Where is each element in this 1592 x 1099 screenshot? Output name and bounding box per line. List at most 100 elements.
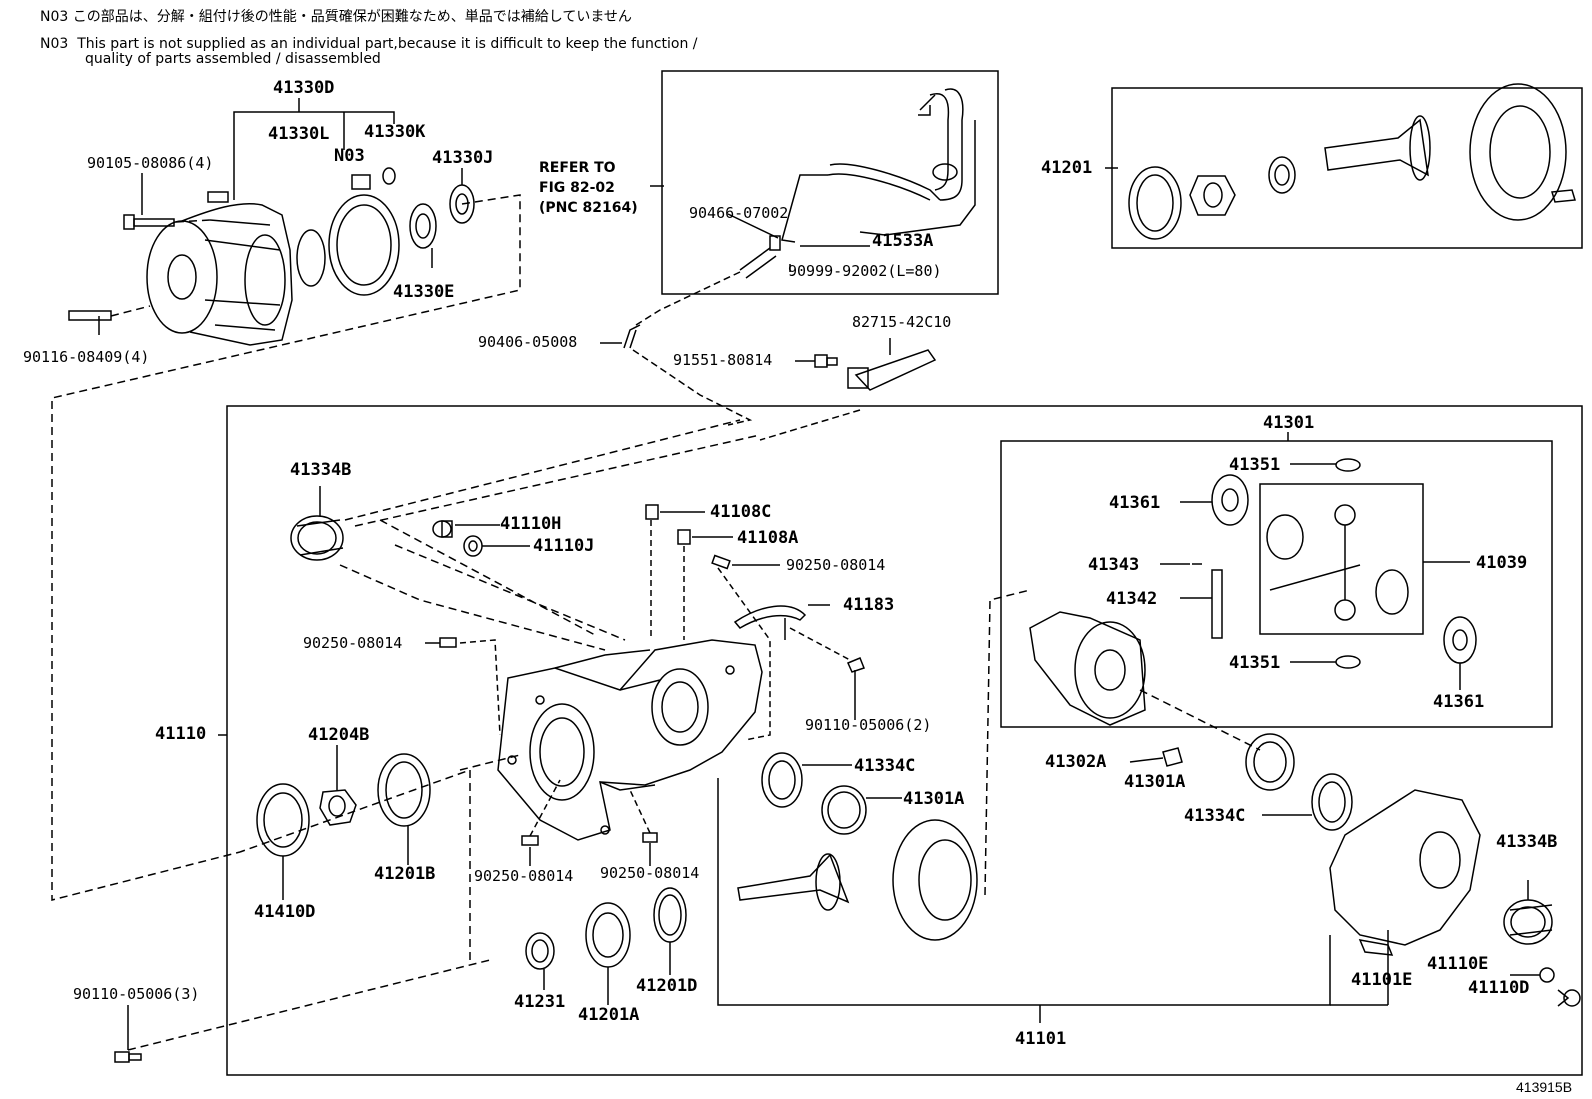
part-label-41330k: 41330K	[364, 122, 426, 142]
part-label-41108c: 41108C	[710, 502, 772, 522]
part-label-91551: 91551-80814	[673, 351, 773, 369]
shaft-41342	[1180, 569, 1223, 639]
bearing-41201a	[585, 902, 631, 1005]
bearing-41201b	[377, 753, 431, 865]
part-label-41110j: 41110J	[533, 536, 595, 556]
part-label-41351-top: 41351	[1229, 455, 1281, 475]
part-label-41342: 41342	[1106, 589, 1158, 609]
refer-line2: FIG 82-02	[539, 180, 615, 196]
plug-41108c	[645, 504, 705, 640]
part-label-41201d: 41201D	[636, 976, 698, 996]
pin-90250-d	[629, 789, 658, 866]
part-label-41231: 41231	[514, 992, 566, 1012]
oil-seal-41330n03	[328, 194, 400, 296]
breather-tube-group	[635, 88, 976, 326]
part-label-41101: 41101	[1015, 1029, 1067, 1049]
bearing-small	[1268, 156, 1296, 194]
washer-41351-top	[1290, 458, 1361, 472]
seal-41410d	[256, 783, 310, 900]
part-label-41101e: 41101E	[1351, 970, 1413, 990]
plug-41110e	[1510, 967, 1555, 983]
differential-case-frame	[1000, 440, 1553, 728]
pinion-gears-41039	[1266, 504, 1470, 621]
part-label-90250-d: 90250-08014	[600, 864, 700, 882]
part-label-41351-bot: 41351	[1229, 653, 1281, 673]
part-label-41201b: 41201B	[374, 864, 436, 884]
part-label-41334c-right: 41334C	[1184, 806, 1246, 826]
refer-line3: (PNC 82164)	[539, 200, 638, 216]
part-label-90110-3: 90110-05006(3)	[73, 985, 200, 1003]
part-label-82715: 82715-42C10	[852, 313, 952, 331]
bolt-90105	[123, 214, 175, 230]
washer-41330e	[409, 203, 437, 249]
plug-41108a	[677, 529, 733, 640]
part-label-90250-b: 90250-08014	[303, 634, 403, 652]
gasket-41110j	[379, 519, 626, 641]
part-label-90250-a: 90250-08014	[786, 556, 886, 574]
part-label-41330e: 41330E	[393, 282, 455, 302]
ring-gear	[1469, 83, 1567, 221]
part-label-41110h: 41110H	[500, 514, 562, 534]
bracket-82715	[847, 338, 937, 391]
plug-41110h	[432, 520, 500, 538]
part-label-41301: 41301	[1263, 413, 1315, 433]
note-english-line1: N03 This part is not supplied as an indi…	[40, 36, 698, 52]
washer-41351-bot	[1290, 655, 1361, 669]
refer-text: REFER TO FIG 82-02 (PNC 82164)	[539, 158, 638, 218]
part-label-41361-right: 41361	[1433, 692, 1485, 712]
part-label-41204b: 41204B	[308, 725, 370, 745]
plug-41110d	[1557, 989, 1581, 1007]
note-japanese: N03 この部品は、分解・組付け後の性能・品質確保が困難なため、単品では補給して…	[40, 9, 632, 25]
part-label-41301a-mid: 41301A	[903, 789, 965, 809]
cover-41183	[733, 604, 851, 661]
refer-line1: REFER TO	[539, 160, 616, 176]
part-label-41108a: 41108A	[737, 528, 799, 548]
pinion-gear-mid	[737, 853, 850, 911]
ring-gear-kit-41201	[1105, 83, 1576, 240]
part-label-90999: 90999-92002(L=80)	[788, 262, 942, 280]
part-label-41110d: 41110D	[1468, 978, 1530, 998]
differential-carrier-41110	[497, 639, 763, 841]
part-label-41343: 41343	[1088, 555, 1140, 575]
bolt-91551	[759, 354, 861, 441]
part-label-41110e: 41110E	[1427, 954, 1489, 974]
part-label-41201: 41201	[1041, 158, 1093, 178]
part-label-90116: 90116-08409(4)	[23, 348, 150, 366]
part-label-90466: 90466-07002	[689, 204, 789, 222]
snap-ring-41330l	[296, 229, 326, 287]
tube-detail-frame	[661, 70, 999, 295]
part-label-41201a: 41201A	[578, 1005, 640, 1025]
figure-id: 413915B	[1516, 1079, 1573, 1095]
note-english-line2: quality of parts assembled / disassemble…	[85, 51, 381, 67]
pin-90250-b	[425, 637, 501, 736]
seal-ring	[1128, 166, 1182, 240]
seal-41334c-right	[1262, 773, 1353, 831]
bolt-ring	[1551, 189, 1576, 203]
part-label-90406: 90406-05008	[478, 333, 578, 351]
extension-housing-group	[51, 98, 521, 901]
bearing-41231	[525, 932, 555, 990]
part-label-41301a-right: 41301A	[1124, 772, 1186, 792]
bolt-90110-3	[114, 1005, 142, 1063]
part-label-41533a: 41533A	[872, 231, 934, 251]
nut	[1189, 175, 1236, 216]
part-label-41334b-right: 41334B	[1496, 832, 1558, 852]
part-label-41330j: 41330J	[432, 148, 494, 168]
pinion-shaft	[1324, 118, 1429, 177]
pin-90250-a	[711, 554, 780, 741]
part-label-41330l: 41330L	[268, 124, 330, 144]
part-label-41410d: 41410D	[254, 902, 316, 922]
part-label-41361-left: 41361	[1109, 493, 1161, 513]
hose-90999	[739, 247, 777, 279]
seal-41334b-right	[1503, 880, 1553, 945]
main-assembly-frame	[226, 405, 1583, 1076]
bolt-90110-2	[847, 657, 865, 720]
part-label-41334b-top: 41334B	[290, 460, 352, 480]
part-label-41039: 41039	[1476, 553, 1528, 573]
seal-41334c-mid	[761, 752, 852, 808]
union-90406	[600, 324, 753, 426]
part-label-n03: N03	[334, 146, 365, 166]
pinion-kit-frame	[1259, 483, 1424, 635]
